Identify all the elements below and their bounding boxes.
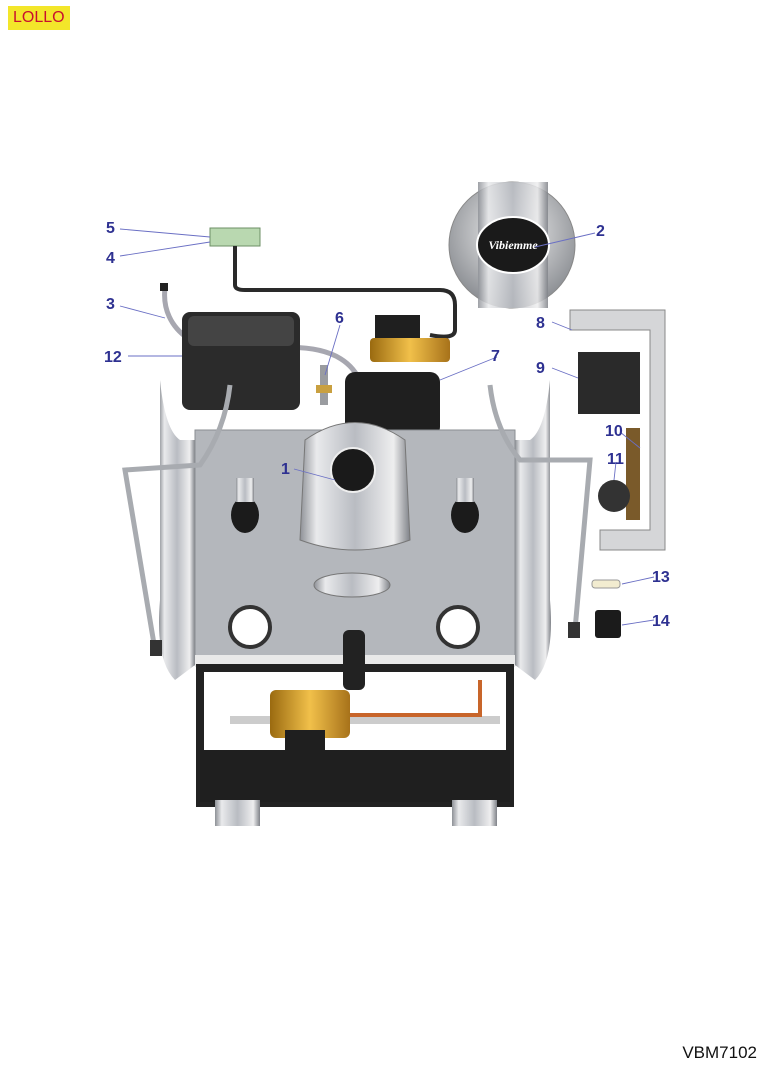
callout-11: 11	[607, 451, 624, 468]
solenoid-valve-top-part	[370, 315, 450, 362]
callout-14: 14	[652, 613, 670, 630]
control-box-part	[182, 312, 300, 410]
fuse-part	[591, 579, 621, 589]
badge-magnifier-part: Vibiemme	[448, 181, 576, 309]
callout-8: 8	[536, 315, 545, 332]
pump-part	[345, 372, 440, 437]
tag-badge: LOLLO	[8, 6, 70, 30]
level-probe-part	[316, 365, 332, 405]
machine-body	[122, 380, 593, 826]
model-code: VBM7102	[682, 1043, 757, 1062]
callout-10: 10	[605, 423, 623, 440]
callout-1: 1	[281, 461, 290, 478]
callout-12: 12	[104, 349, 122, 366]
callout-2: 2	[596, 223, 605, 240]
callout-7: 7	[491, 348, 500, 365]
callout-13: 13	[652, 569, 670, 586]
callout-6: 6	[335, 310, 344, 327]
switch-part	[595, 610, 621, 638]
leader-lines	[119, 228, 655, 626]
callout-5: 5	[106, 220, 115, 237]
callout-3: 3	[106, 296, 115, 313]
callout-4: 4	[106, 250, 115, 267]
side-panel-parts	[569, 309, 666, 551]
callout-9: 9	[536, 360, 545, 377]
callout-labels: 5 4 3 12 6 7 2 8 9 10 11 1 13 14	[104, 220, 670, 630]
brand-logo-text: Vibiemme	[488, 238, 538, 252]
